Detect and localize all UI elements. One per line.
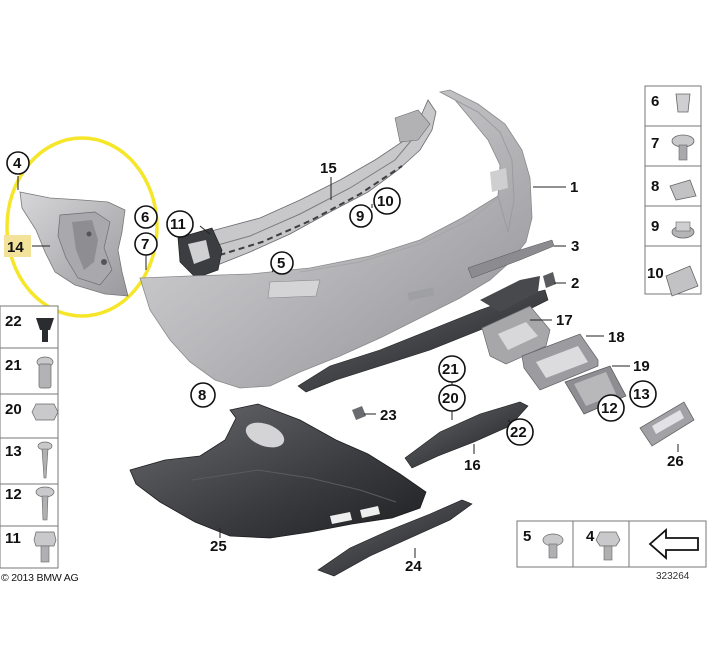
label-part-19: 19	[633, 358, 650, 375]
label-part-16: 16	[464, 457, 481, 474]
part-18-frame[interactable]	[521, 333, 599, 391]
circled-label-7: 7	[134, 232, 158, 256]
label-part-17: 17	[556, 312, 573, 329]
label-part-24: 24	[405, 558, 422, 575]
label-part-14: 14	[7, 239, 24, 256]
svg-text:12: 12	[5, 486, 22, 503]
part-2-clip[interactable]	[543, 272, 556, 288]
svg-text:7: 7	[651, 135, 659, 152]
washer-screw-icon	[35, 486, 55, 498]
circled-label-5: 5	[270, 251, 294, 275]
bracket-clip-icon	[665, 265, 699, 297]
part-25-underbody[interactable]	[129, 403, 427, 539]
label-part-1: 1	[570, 179, 578, 196]
svg-text:9: 9	[356, 208, 364, 225]
svg-text:9: 9	[651, 218, 659, 235]
svg-text:21: 21	[442, 361, 459, 378]
part-8-diffuser[interactable]	[297, 276, 549, 393]
label-part-25: 25	[210, 538, 227, 555]
label-part-18: 18	[608, 329, 625, 346]
svg-text:21: 21	[5, 357, 22, 374]
svg-text:8: 8	[651, 178, 659, 195]
circled-label-11: 11	[166, 210, 194, 238]
svg-text:4: 4	[586, 528, 595, 545]
svg-text:10: 10	[647, 265, 664, 282]
svg-text:8: 8	[198, 387, 206, 404]
circled-label-6: 6	[134, 205, 158, 229]
circled-label-10: 10	[373, 187, 401, 215]
label-part-15: 15	[320, 160, 337, 177]
svg-text:7: 7	[141, 236, 149, 253]
circled-label-4: 4	[6, 151, 30, 175]
label-part-2: 2	[571, 275, 579, 292]
circled-label-21: 21	[438, 355, 466, 383]
part-15-carrier[interactable]	[177, 99, 437, 279]
left-fastener-panel: 22 21 20 13 12 11	[0, 305, 59, 569]
svg-text:10: 10	[377, 193, 394, 210]
right-panel-9	[644, 205, 702, 247]
label-part-3: 3	[571, 238, 579, 255]
highlight-label-bg	[4, 235, 31, 257]
part-26-frame[interactable]	[639, 401, 695, 447]
svg-text:13: 13	[5, 443, 22, 460]
svg-text:4: 4	[13, 155, 22, 172]
circled-label-12: 12	[597, 394, 625, 422]
speed-nut-icon	[669, 179, 697, 201]
label-part-26: 26	[667, 453, 684, 470]
svg-text:22: 22	[510, 424, 527, 441]
torx-bolt-icon	[33, 531, 57, 547]
circled-label-13: 13	[629, 380, 657, 408]
direction-arrow-icon	[648, 528, 699, 560]
svg-text:6: 6	[141, 209, 149, 226]
hex-bolt-icon	[31, 403, 59, 421]
copyright-text: © 2013 BMW AG	[1, 572, 79, 584]
clip-nut-icon	[675, 93, 691, 113]
svg-text:12: 12	[601, 400, 618, 417]
svg-text:11: 11	[5, 530, 21, 547]
circled-label-9: 9	[349, 204, 373, 228]
circled-label-22: 22	[506, 418, 534, 446]
svg-text:20: 20	[5, 401, 22, 418]
right-panel-7	[644, 125, 702, 167]
circled-label-20: 20	[438, 384, 466, 412]
flange-bolt-icon	[595, 531, 621, 547]
diagram-id: 323264	[656, 571, 690, 582]
bottom-fastener-panel: 5 4	[516, 520, 707, 568]
part-16-shield[interactable]	[404, 401, 529, 469]
svg-text:5: 5	[277, 255, 285, 272]
push-clip-icon	[36, 318, 54, 330]
svg-text:6: 6	[651, 93, 659, 110]
part-1-bumper-panel[interactable]	[139, 89, 533, 389]
svg-text:22: 22	[5, 313, 22, 330]
part-14-bracket[interactable]	[19, 191, 129, 297]
svg-text:11: 11	[170, 216, 186, 233]
highlight-circle	[5, 136, 159, 318]
circled-label-8: 8	[190, 382, 216, 408]
svg-text:20: 20	[442, 390, 459, 407]
svg-text:5: 5	[523, 528, 531, 545]
right-fastener-panel: 6 7 8 9 10	[644, 85, 702, 297]
svg-text:13: 13	[633, 386, 650, 403]
part-24-rail[interactable]	[317, 499, 473, 577]
label-part-23: 23	[380, 407, 397, 424]
part-23-clip[interactable]	[352, 406, 366, 420]
